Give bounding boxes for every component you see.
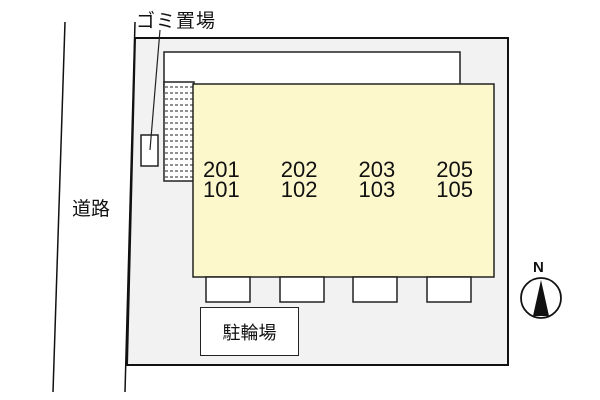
- unit-column-1: 201 101: [203, 157, 240, 202]
- unit-number-upper: 201: [203, 157, 240, 182]
- unit-number-upper: 202: [280, 157, 318, 182]
- north-arrow-icon: [520, 277, 562, 319]
- unit-number-lower: 101: [203, 177, 240, 202]
- unit-storage-4: [426, 276, 472, 303]
- garbage-leader-line: [149, 29, 161, 151]
- garbage-area-box: [140, 134, 159, 167]
- unit-number-lower: 105: [436, 177, 473, 202]
- unit-storage-3: [352, 276, 398, 303]
- unit-column-4: 205 105: [436, 157, 473, 202]
- stairs-area: [163, 81, 195, 182]
- road-label: 道路: [72, 198, 111, 220]
- road-edge-left: [52, 21, 66, 393]
- north-label: N: [533, 259, 544, 276]
- unit-number-lower: 102: [280, 177, 318, 202]
- garbage-area-label: ゴミ置場: [136, 10, 217, 32]
- unit-storage-1: [205, 276, 251, 303]
- unit-column-3: 203 103: [358, 157, 396, 202]
- unit-number-upper: 205: [436, 157, 473, 182]
- bicycle-parking-label: 駐輪場: [222, 322, 277, 344]
- bicycle-parking: 駐輪場: [200, 307, 299, 356]
- unit-number-lower: 103: [358, 177, 396, 202]
- unit-storage-2: [279, 276, 325, 303]
- building: [192, 83, 495, 278]
- unit-number-upper: 203: [358, 157, 396, 182]
- unit-column-2: 202 102: [280, 157, 318, 202]
- unit-numbers: 201 101 202 102 203 103 205 105: [203, 157, 473, 202]
